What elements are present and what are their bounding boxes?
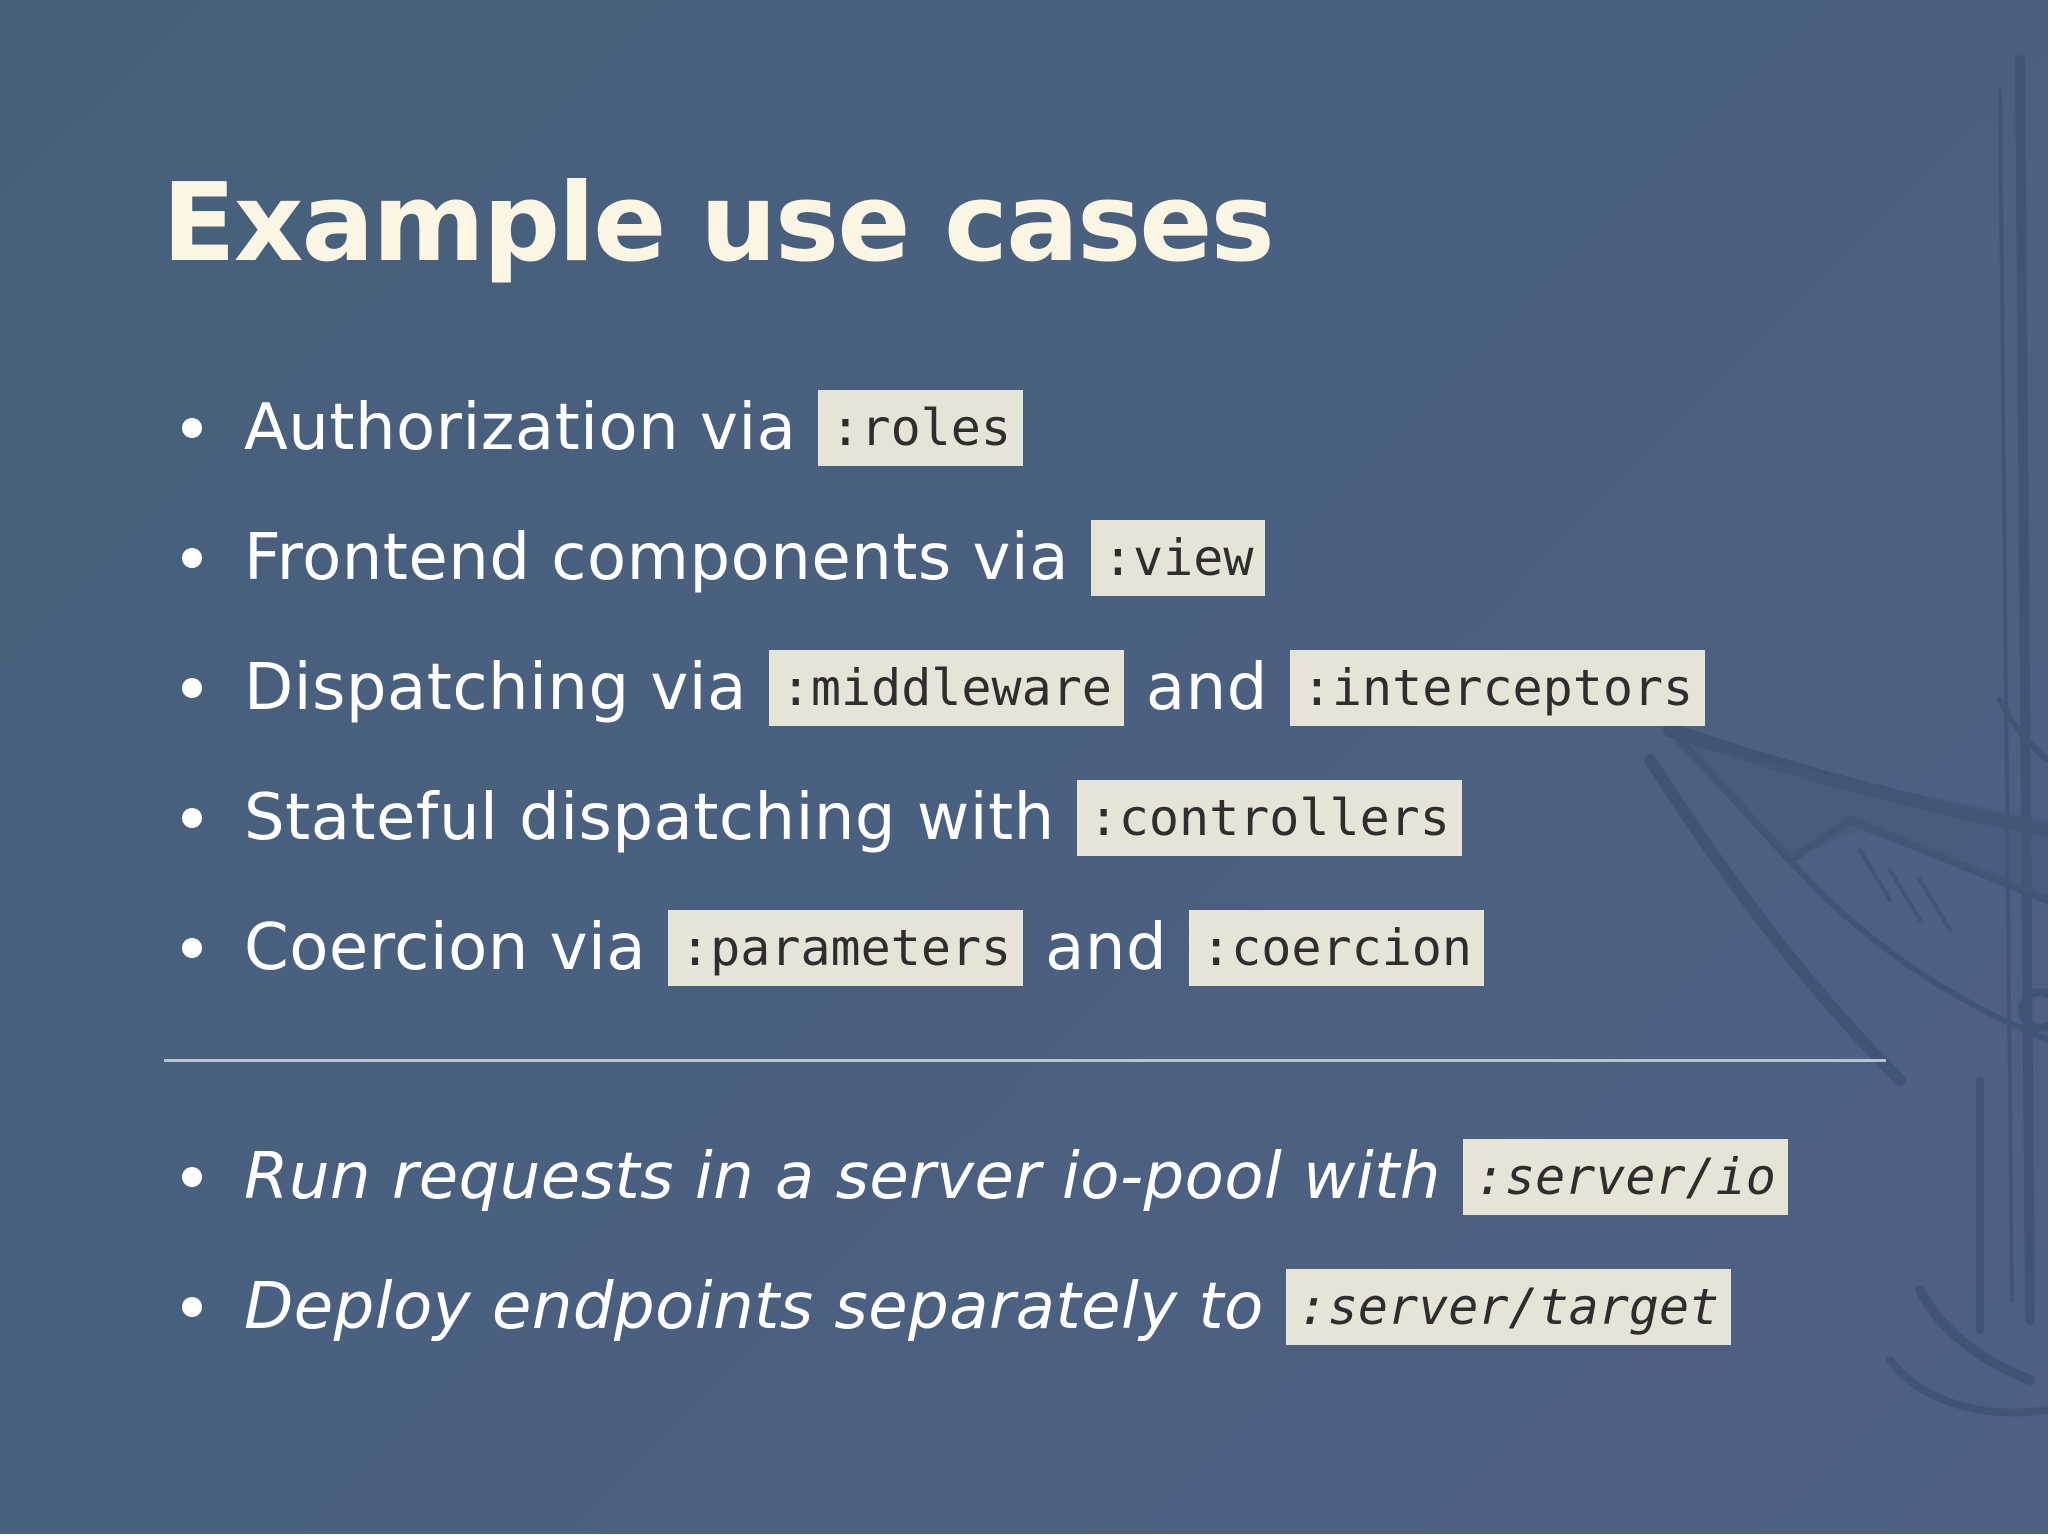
list-item: Stateful dispatching with :controllers xyxy=(182,778,1462,858)
item-text: Frontend components via xyxy=(244,521,1069,595)
bullet-icon xyxy=(182,548,202,568)
list-item: Frontend components via :view xyxy=(182,518,1266,598)
item-text: Dispatching via xyxy=(244,651,747,725)
inline-code: :server/target xyxy=(1285,1269,1732,1345)
inline-code: :middleware xyxy=(768,650,1124,726)
inline-code: :controllers xyxy=(1076,780,1462,856)
inline-code: :coercion xyxy=(1189,910,1485,986)
inline-code: :view xyxy=(1090,520,1266,596)
bullet-icon xyxy=(182,1167,202,1187)
bullet-icon xyxy=(182,808,202,828)
ship-sketch-illustration xyxy=(1644,55,2048,1417)
list-item: Run requests in a server io-pool with :s… xyxy=(182,1137,1788,1217)
list-item: Deploy endpoints separately to :server/t… xyxy=(182,1267,1732,1347)
bullet-icon xyxy=(182,418,202,438)
inline-code: :parameters xyxy=(668,910,1024,986)
list-item: Coercion via :parameters and :coercion xyxy=(182,908,1485,988)
item-text: Run requests in a server io-pool with xyxy=(244,1140,1441,1214)
item-text: Coercion via xyxy=(244,911,647,985)
inline-code: :interceptors xyxy=(1289,650,1706,726)
slide-title: Example use cases xyxy=(162,161,1275,286)
item-joiner: and xyxy=(1145,651,1268,725)
item-joiner: and xyxy=(1045,911,1168,985)
item-text: Deploy endpoints separately to xyxy=(244,1270,1264,1344)
section-divider xyxy=(164,1059,1886,1062)
item-text: Authorization via xyxy=(244,391,797,465)
inline-code: :roles xyxy=(818,390,1023,466)
bullet-icon xyxy=(182,938,202,958)
inline-code: :server/io xyxy=(1462,1139,1788,1215)
list-item: Authorization via :roles xyxy=(182,388,1023,468)
bullet-icon xyxy=(182,1297,202,1317)
item-text: Stateful dispatching with xyxy=(244,781,1055,855)
bottom-margin xyxy=(0,1534,2048,1538)
bullet-icon xyxy=(182,678,202,698)
list-item: Dispatching via :middleware and :interce… xyxy=(182,648,1706,728)
